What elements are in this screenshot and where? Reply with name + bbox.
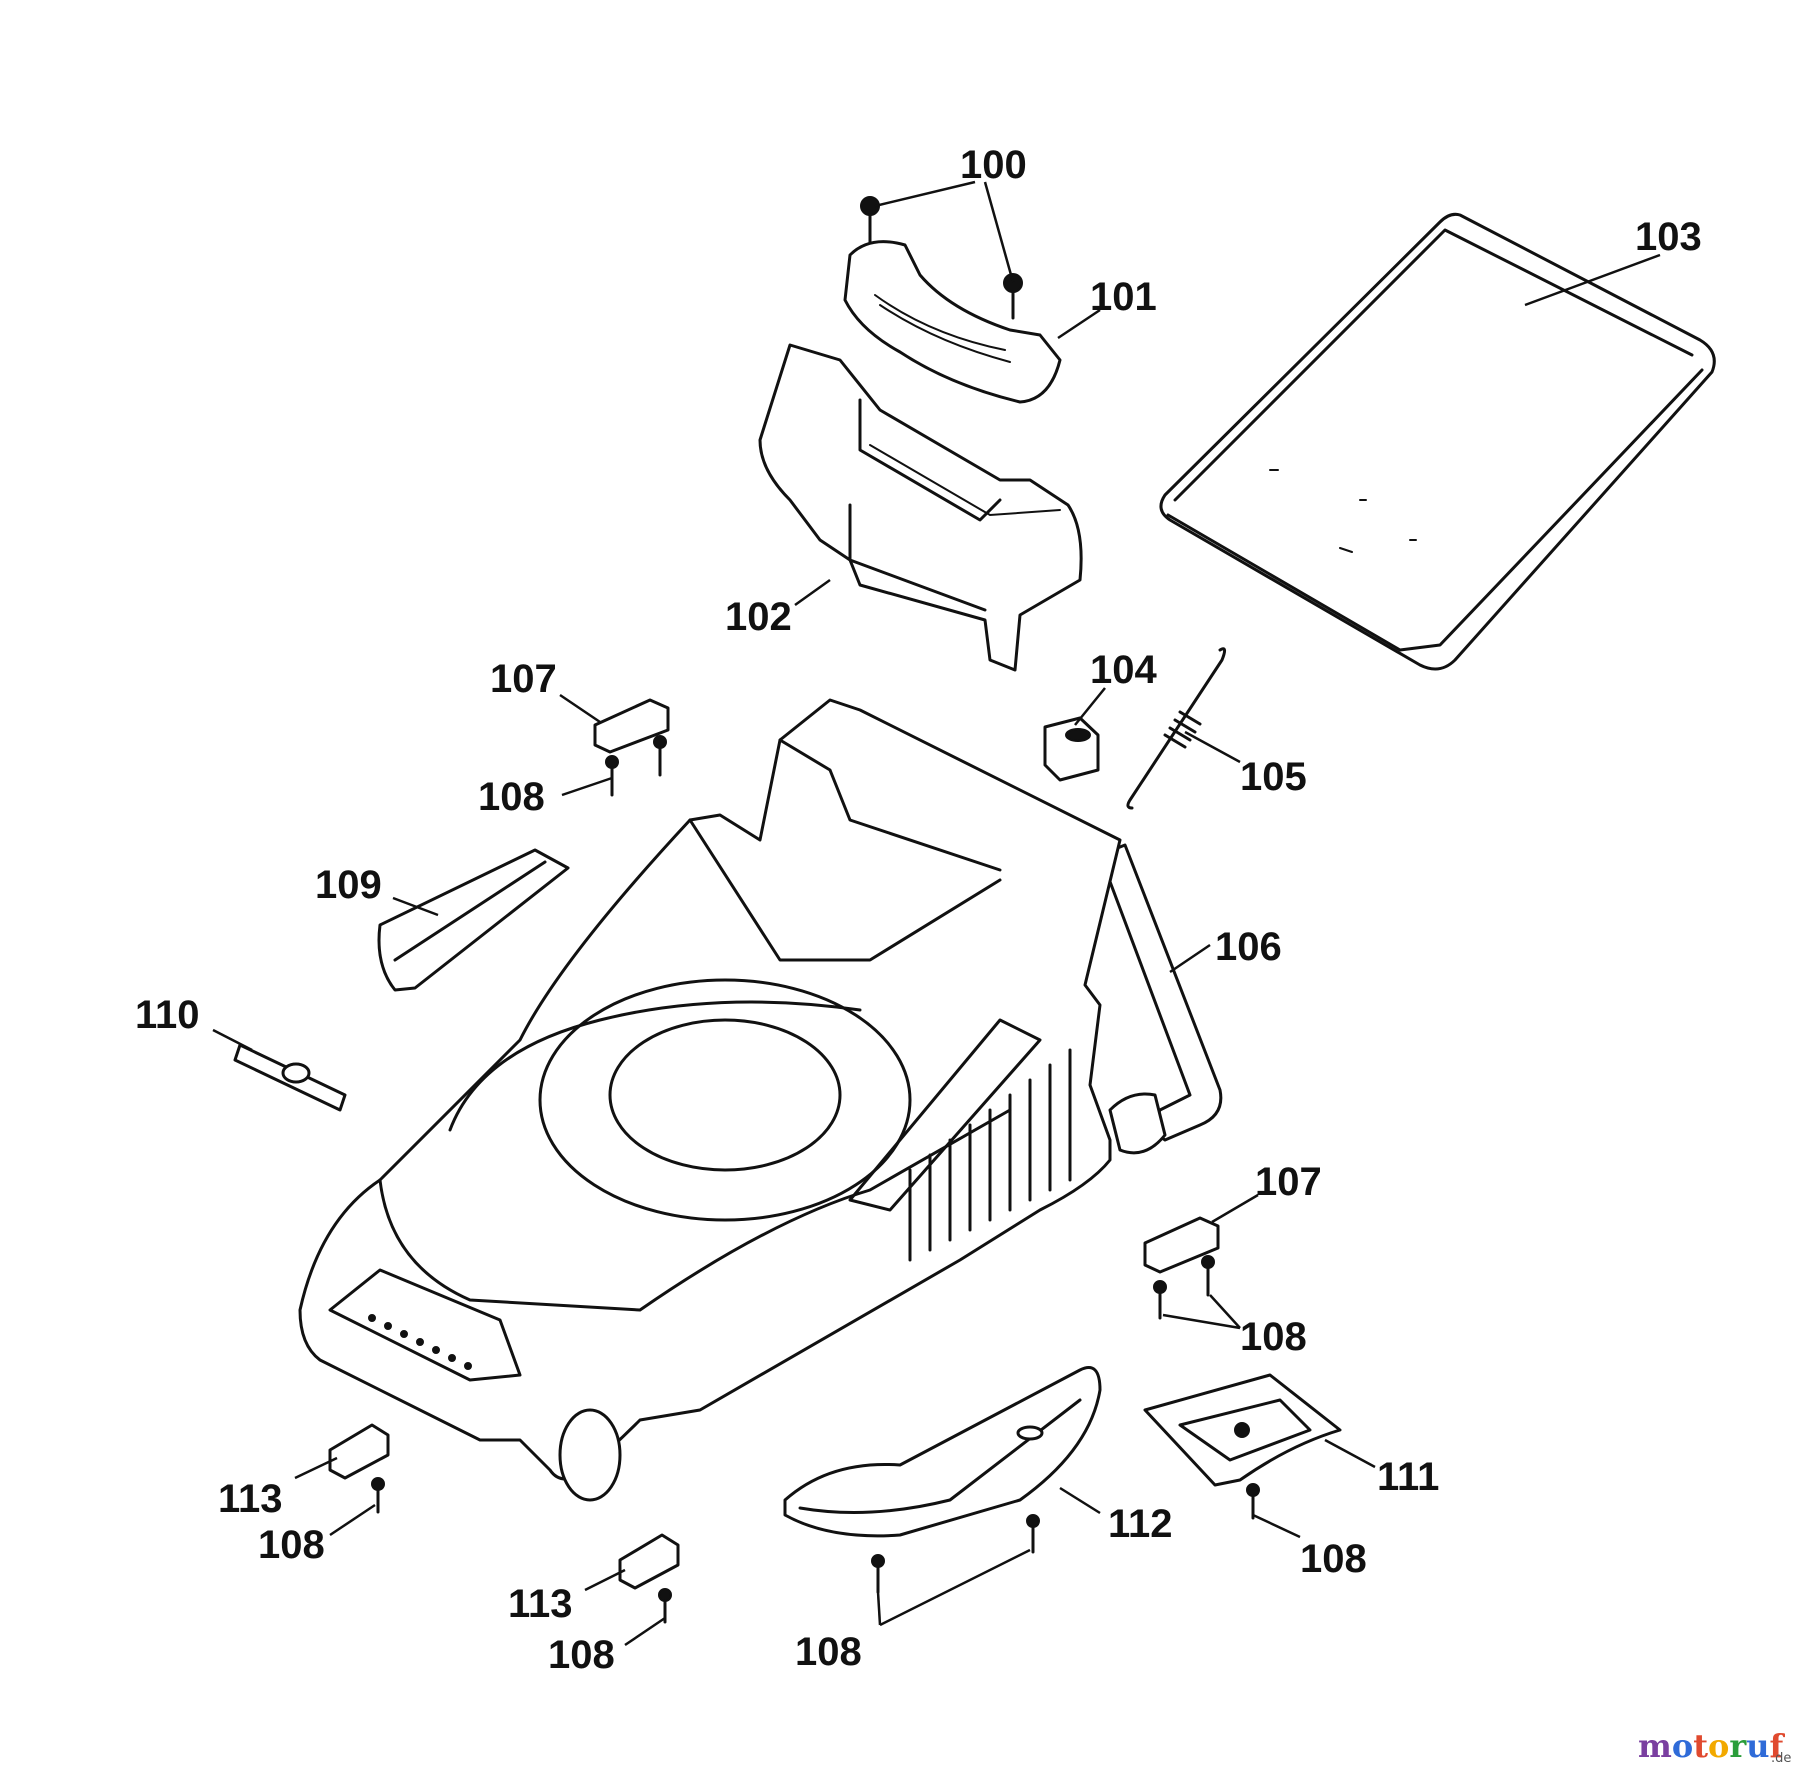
- part-107-clip-upper: [593, 698, 670, 797]
- part-111-grille: [1143, 1373, 1342, 1487]
- callout-113-left: 113: [218, 1477, 283, 1521]
- part-110-blade: [233, 1043, 347, 1112]
- callout-108-center: 108: [548, 1633, 615, 1677]
- part-101-handle-grip: [843, 240, 1062, 404]
- callout-101: 101: [1090, 275, 1157, 319]
- callout-108-left: 108: [258, 1523, 325, 1567]
- callout-108-right: 108: [1240, 1315, 1307, 1359]
- motoruf-watermark: motoruf .de: [1638, 1727, 1791, 1766]
- watermark-brand: motoruf: [1638, 1727, 1785, 1765]
- deck-front-dots: [368, 1314, 472, 1370]
- watermark-letter: t: [1693, 1727, 1708, 1765]
- part-106-rear-flap: [1098, 843, 1223, 1142]
- callout-109: 109: [315, 863, 382, 907]
- callout-110: 110: [135, 993, 200, 1037]
- part-102-handle-mount: [758, 343, 1083, 672]
- watermark-letter: f: [1769, 1727, 1785, 1765]
- watermark-letter: o: [1672, 1727, 1693, 1765]
- watermark-letter: m: [1638, 1727, 1672, 1765]
- callout-107-upper: 107: [490, 657, 557, 701]
- callout-104: 104: [1090, 648, 1157, 692]
- leader-lines: [212, 180, 1661, 1647]
- callout-102: 102: [725, 595, 792, 639]
- part-105-spring: [1126, 647, 1227, 810]
- part-112-front-skirt: [783, 1366, 1102, 1538]
- callout-108-upper: 108: [478, 775, 545, 819]
- callout-106: 106: [1215, 925, 1282, 969]
- callout-100: 100: [960, 143, 1027, 187]
- part-107-clip-lower: [1143, 1216, 1220, 1320]
- callout-105: 105: [1240, 755, 1307, 799]
- callout-107-lower: 107: [1255, 1160, 1322, 1204]
- part-103-lid: [1159, 212, 1716, 671]
- watermark-domain: .de: [1771, 1751, 1791, 1766]
- watermark-letter: o: [1708, 1727, 1729, 1765]
- watermark-letter: r: [1729, 1727, 1747, 1765]
- part-109-cover-strip: [377, 848, 570, 992]
- part-113-clip-left: [328, 1423, 390, 1514]
- callout-112: 112: [1108, 1502, 1173, 1546]
- part-104-bushing: [1043, 716, 1100, 782]
- callout-108-skirt: 108: [795, 1630, 862, 1674]
- callout-111: 111: [1377, 1455, 1439, 1499]
- part-113-clip-center: [618, 1533, 680, 1624]
- mower-deck-housing: [298, 698, 1167, 1502]
- callout-labels: 100 101 102 103 104 105 106 107 108 109 …: [135, 143, 1702, 1677]
- part-108-screws: [871, 1483, 1260, 1594]
- callout-103: 103: [1635, 215, 1702, 259]
- callout-113-center: 113: [508, 1582, 573, 1626]
- callout-108-grille: 108: [1300, 1537, 1367, 1581]
- deck-vent-slats: [908, 1048, 1072, 1262]
- watermark-letter: u: [1746, 1727, 1769, 1765]
